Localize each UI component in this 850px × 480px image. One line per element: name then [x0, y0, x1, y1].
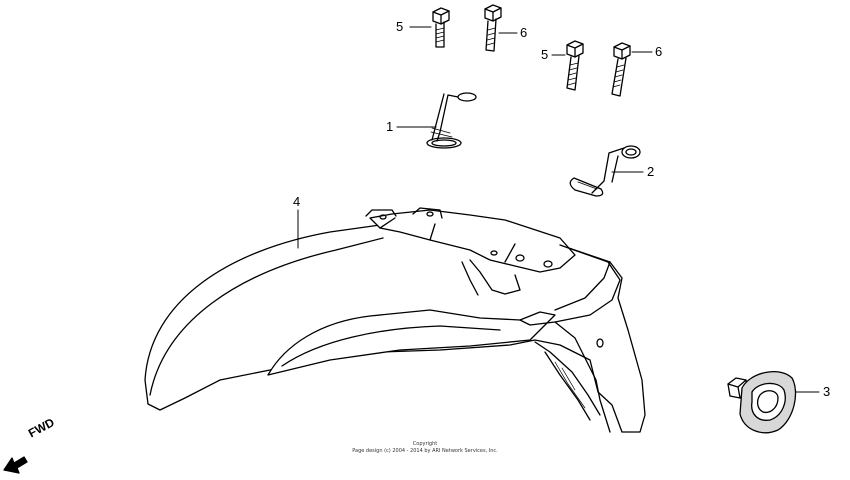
callout-6-left: 6: [520, 25, 527, 40]
grommet-nut-3[interactable]: [727, 371, 797, 434]
callout-5-left: 5: [396, 19, 403, 34]
callout-3: 3: [823, 384, 830, 399]
fwd-arrow-icon: [3, 456, 28, 474]
clip-1[interactable]: [426, 92, 477, 149]
bolt-5-right[interactable]: [566, 40, 584, 91]
callout-6-right: 6: [655, 44, 662, 59]
callout-4: 4: [293, 194, 300, 209]
bolt-5-left[interactable]: [432, 7, 450, 48]
callout-2: 2: [647, 164, 654, 179]
leader-lines: [297, 26, 820, 393]
clip-2[interactable]: [569, 145, 641, 197]
copyright-notice: Copyright Page design (c) 2004 - 2014 by…: [0, 441, 850, 455]
bolt-6-right[interactable]: [611, 42, 631, 97]
bolt-6-left[interactable]: [484, 4, 502, 52]
front-fender[interactable]: [144, 207, 646, 433]
copyright-line-2: Page design (c) 2004 - 2014 by ARI Netwo…: [352, 448, 498, 454]
copyright-line-1: Copyright: [412, 441, 438, 447]
callout-5-right: 5: [541, 47, 548, 62]
callout-1: 1: [386, 119, 393, 134]
